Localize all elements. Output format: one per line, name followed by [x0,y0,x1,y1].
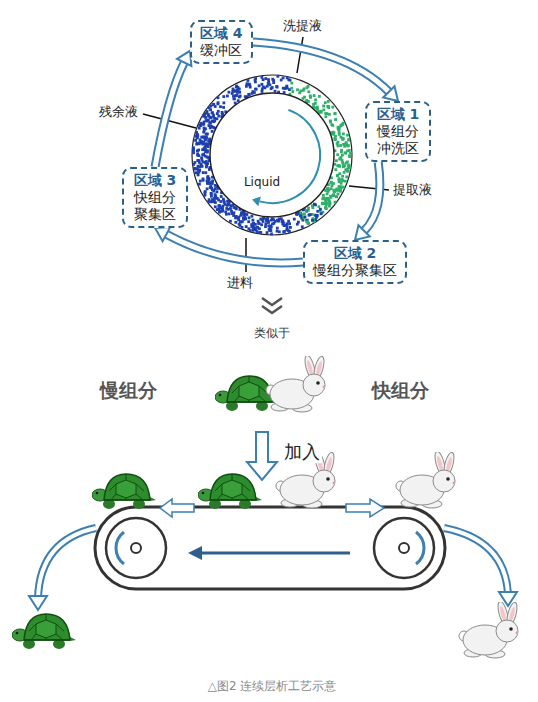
region-heading: 区域 1 [375,106,421,123]
label-text: 慢组分 [98,379,159,402]
region-box: 区域 1慢组分 冲洗区 [365,101,431,162]
region-name: 慢组分 冲洗区 [375,123,421,157]
label-text: 快组分 [370,379,431,402]
figure-caption: △图2 连续层析工艺示意 [206,679,339,693]
label-text: 提取液 [391,182,434,198]
region-name: 慢组分聚集区 [313,262,397,279]
region-heading: 区域 3 [132,172,178,189]
region-box: 区域 4缓冲区 [190,20,253,64]
region-heading: 区域 4 [200,25,243,42]
label-text: 洗提液 [281,18,324,34]
flow-arrow [355,162,380,240]
region-heading: 区域 2 [313,245,397,262]
label-text: 残余液 [97,104,140,120]
region-box: 区域 2慢组分聚集区 [303,240,407,284]
flow-arrow [253,42,398,101]
region-box: 区域 3快组分 聚集区 [122,167,188,228]
flow-arrow [155,51,191,167]
label-text: 加入 [282,441,322,463]
label-text: 类似于 [252,326,292,340]
region-name: 快组分 聚集区 [132,189,178,223]
label-text: 进料 [225,275,255,291]
flow-arrow [155,227,303,263]
label-text: Liquid [242,175,282,189]
region-name: 缓冲区 [200,42,243,59]
